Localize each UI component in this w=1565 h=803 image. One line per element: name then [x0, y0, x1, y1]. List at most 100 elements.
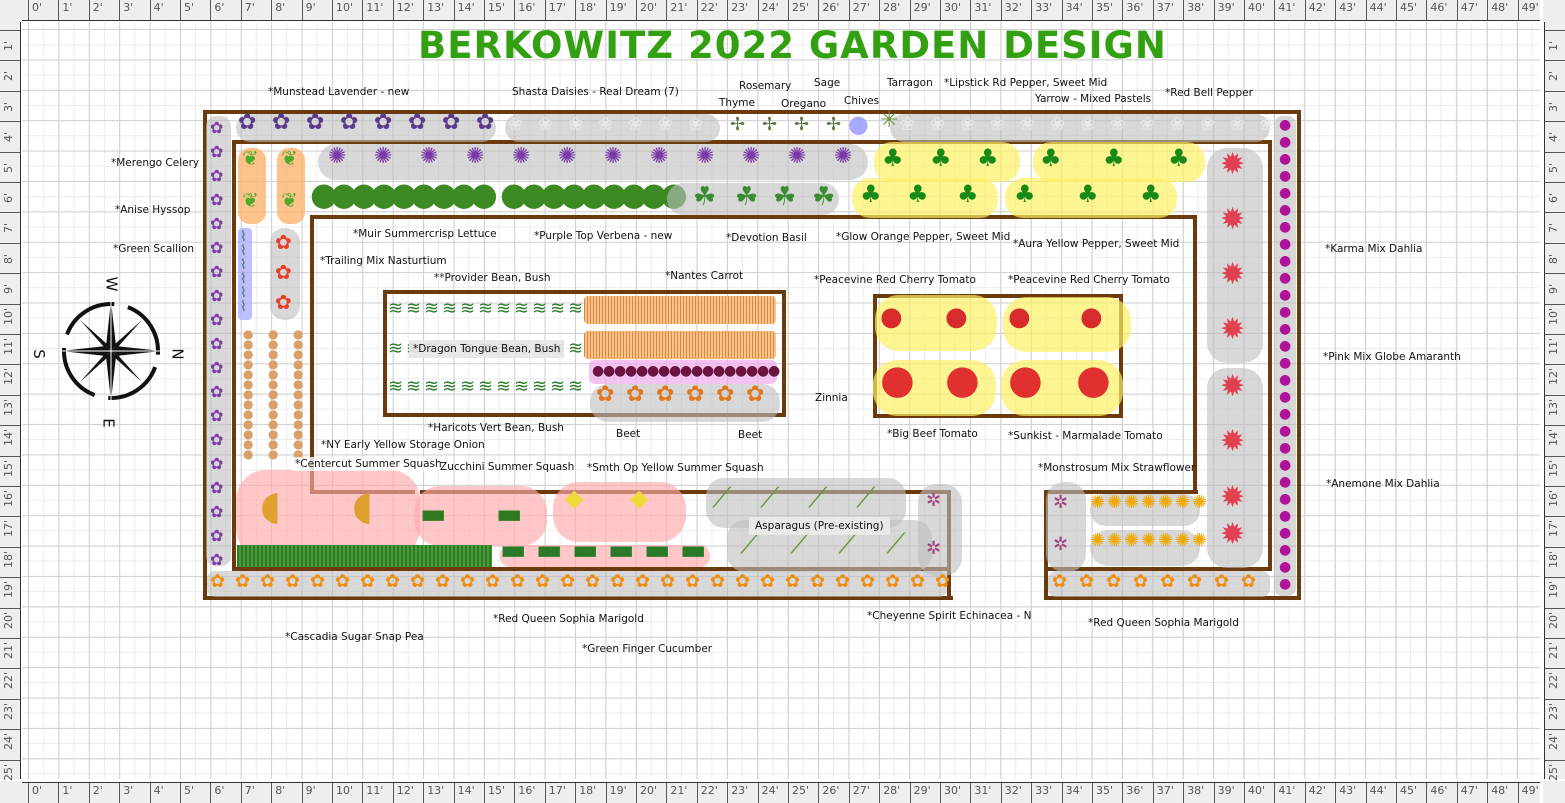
beet-icon: ●: [592, 363, 605, 379]
beet-row[interactable]: [589, 360, 777, 384]
ruler-tick: 31': [970, 783, 1000, 803]
onion-icon: ●: [268, 447, 279, 461]
ruler-tick: 26': [818, 0, 848, 20]
ruler-tick: 24': [757, 783, 788, 803]
lettuce-icon: ●: [390, 175, 418, 213]
daisy-icon: ❀: [1110, 114, 1126, 135]
verbena-icon: ✺: [374, 144, 393, 169]
ruler-tick: 8': [271, 0, 301, 20]
bed-border-top: [203, 110, 1301, 114]
sunkist-tomato-row[interactable]: [1001, 360, 1123, 416]
ruler-tick: 4': [0, 121, 20, 151]
ruler-tick: 25': [0, 759, 20, 790]
bean-carrot-bed[interactable]: [383, 290, 786, 417]
scallion-icon: ⌇: [240, 243, 247, 259]
strawflower-row-1[interactable]: [1090, 494, 1200, 526]
glow-orange-pepper-row[interactable]: [852, 178, 998, 218]
ruler-tick: 9': [1545, 273, 1565, 303]
verbena-icon: ✺: [466, 144, 485, 169]
globe-amaranth-icon: ●: [1279, 168, 1292, 184]
ruler-tick: 39': [1213, 783, 1244, 803]
ruler-tick: 0': [28, 783, 58, 803]
lettuce-icon: ●: [520, 175, 548, 213]
ruler-tick: 15': [1545, 455, 1565, 486]
ruler-tick: 41': [1274, 783, 1304, 803]
carrot-row-1[interactable]: [584, 296, 776, 324]
globe-amaranth-icon: ●: [1279, 389, 1292, 405]
cherry-tomato-row-2[interactable]: [1003, 297, 1131, 352]
echinacea-row-2[interactable]: [1046, 482, 1086, 572]
bean-icon: ≋: [568, 298, 584, 319]
celery-icon: ❦: [242, 146, 259, 170]
big-beef-tomato-row[interactable]: [873, 360, 996, 416]
label-pink-globe-amaranth: *Pink Mix Globe Amaranth: [1323, 351, 1461, 363]
ruler-tick: 6': [1545, 182, 1565, 212]
label-zucchini: Zucchini Summer Squash: [440, 461, 575, 473]
verbena-row[interactable]: [318, 144, 868, 180]
centercut-squash-row[interactable]: [236, 470, 420, 558]
ruler-tick: 48': [1487, 0, 1517, 20]
daisy-icon: ❀: [930, 114, 946, 135]
cucumber-icon: ▬: [536, 533, 563, 566]
label-thyme: Thyme: [719, 97, 755, 109]
ruler-tick: 18': [575, 0, 605, 20]
marigold-icon: ✿: [560, 571, 576, 592]
celery-row-2[interactable]: [277, 148, 305, 224]
ruler-tick: 25': [788, 0, 818, 20]
ruler-tick: 3': [0, 90, 20, 121]
lettuce-icon: ●: [350, 175, 378, 213]
asparagus-icon: ⟋: [712, 481, 732, 514]
beet-icon: ●: [647, 363, 660, 379]
anise-hyssop-column[interactable]: [206, 116, 231, 566]
ruler-tick: 20': [636, 783, 666, 803]
ruler-tick: 42': [1304, 783, 1335, 803]
aura-yellow-pepper-row[interactable]: [1005, 178, 1177, 218]
marigold-row-right[interactable]: [1048, 571, 1270, 597]
herb-icon: ✢: [794, 114, 810, 135]
ruler-tick: 18': [1545, 546, 1565, 577]
onion-icon: ●: [293, 437, 304, 451]
nasturtium-row[interactable]: [270, 228, 300, 320]
daisy-icon: ❀: [1260, 114, 1276, 135]
anemone-dahlia-column[interactable]: [1207, 368, 1263, 568]
ruler-tick: 36': [1122, 0, 1152, 20]
carrot-row-2[interactable]: [584, 331, 776, 359]
echinacea-row[interactable]: [918, 484, 962, 576]
basil-row[interactable]: [667, 183, 839, 215]
daisy-row-left[interactable]: [505, 114, 720, 142]
label-merengo-celery: *Merengo Celery: [111, 157, 200, 169]
lavender-icon: ✿: [238, 110, 257, 135]
globe-amaranth-icon: ●: [1279, 355, 1292, 371]
yellow-squash-row[interactable]: [553, 482, 686, 542]
celery-row-1[interactable]: [238, 148, 266, 224]
path-border-top: [310, 215, 1195, 219]
globe-amaranth-column[interactable]: [1274, 116, 1296, 596]
cucumber-row[interactable]: [500, 545, 710, 567]
marigold-icon: ✿: [1079, 571, 1095, 592]
ruler-tick: 17': [0, 516, 20, 546]
daisy-row-right[interactable]: [890, 114, 1270, 142]
zinnia-row[interactable]: [590, 384, 780, 422]
ruler-tick: 9': [301, 783, 332, 803]
butternut-squash-icon: ◖: [352, 483, 374, 529]
lavender-icon: ✿: [340, 110, 359, 135]
tomato-bed[interactable]: [873, 294, 1123, 418]
lavender-icon: ✿: [476, 110, 495, 135]
lipstick-pepper-row[interactable]: [874, 142, 1020, 182]
karma-dahlia-column[interactable]: [1207, 148, 1263, 363]
red-bell-pepper-row[interactable]: [1033, 142, 1205, 182]
pepper-icon: ♣: [930, 144, 952, 172]
strawflower-icon: ✺: [1158, 492, 1174, 513]
strawflower-row-2[interactable]: [1090, 530, 1200, 566]
cherry-tomato-row-1[interactable]: [875, 295, 997, 351]
zucchini-row[interactable]: [414, 486, 547, 546]
lavender-row[interactable]: [236, 114, 496, 142]
daisy-icon: ❀: [598, 114, 614, 135]
inner-border-right: [1268, 140, 1272, 570]
sugar-snap-pea-row[interactable]: [237, 545, 492, 567]
marigold-row-left[interactable]: [207, 571, 947, 597]
ruler-tick: 37': [1152, 783, 1183, 803]
scallion-row[interactable]: [238, 228, 252, 320]
asparagus-icon: ⟋: [886, 527, 906, 560]
marigold-icon: ✿: [460, 571, 476, 592]
